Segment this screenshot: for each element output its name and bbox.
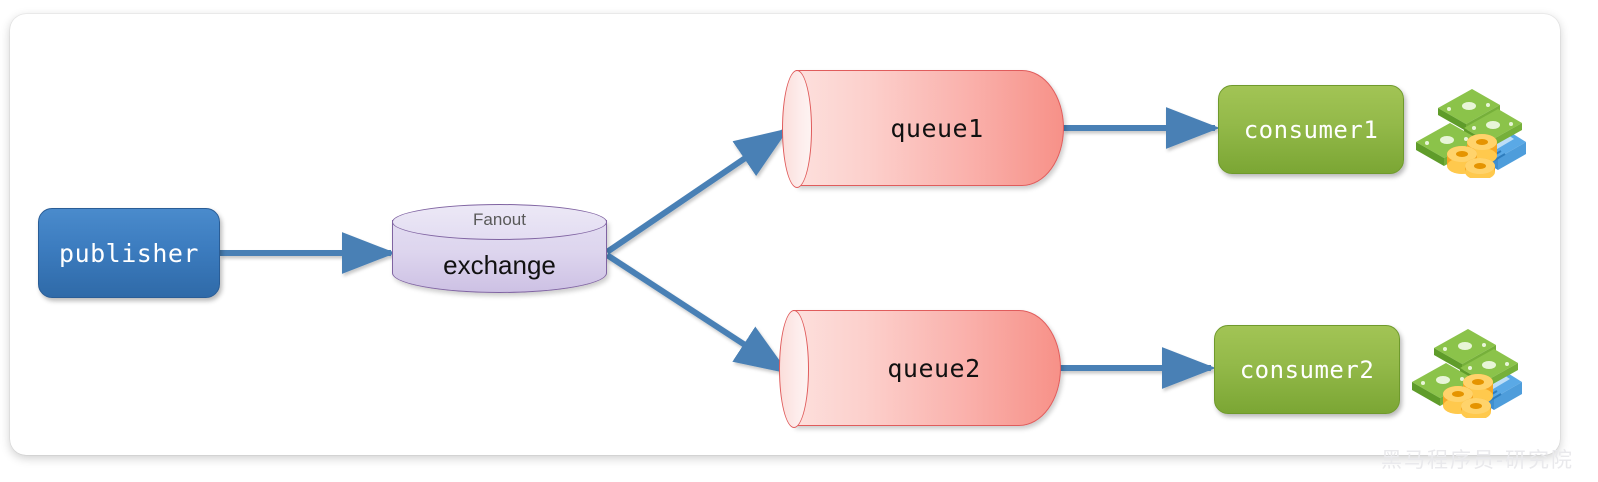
node-publisher[interactable]: publisher [38,208,220,298]
exchange-cylinder-top [392,204,607,240]
watermark: 黑马程序员-研究院 [1381,449,1574,472]
exchange-label: exchange [443,250,556,280]
queue2-cylinder-body [793,310,1061,426]
queue2-label: queue2 [887,353,981,383]
queue1-label: queue1 [890,113,984,143]
node-consumer2[interactable]: consumer2 [1214,325,1400,414]
money-icon [1416,89,1526,178]
queue1-cylinder-cap [782,70,812,188]
publisher-label: publisher [59,238,199,268]
node-consumer1[interactable]: consumer1 [1218,85,1404,174]
node-queue1[interactable]: queue1 [782,70,1064,188]
node-exchange[interactable]: Fanout exchange [392,204,607,293]
queue1-cylinder-body [796,70,1064,186]
node-queue2[interactable]: queue2 [779,310,1061,428]
arrow-exchange-to-queue1 [605,128,789,255]
exchange-type-label: Fanout [473,210,526,229]
consumer2-label: consumer2 [1239,355,1375,384]
arrow-exchange-to-queue2 [605,252,790,374]
consumer1-label: consumer1 [1243,115,1379,144]
queue2-cylinder-cap [779,310,809,428]
money-icon [1412,329,1522,418]
